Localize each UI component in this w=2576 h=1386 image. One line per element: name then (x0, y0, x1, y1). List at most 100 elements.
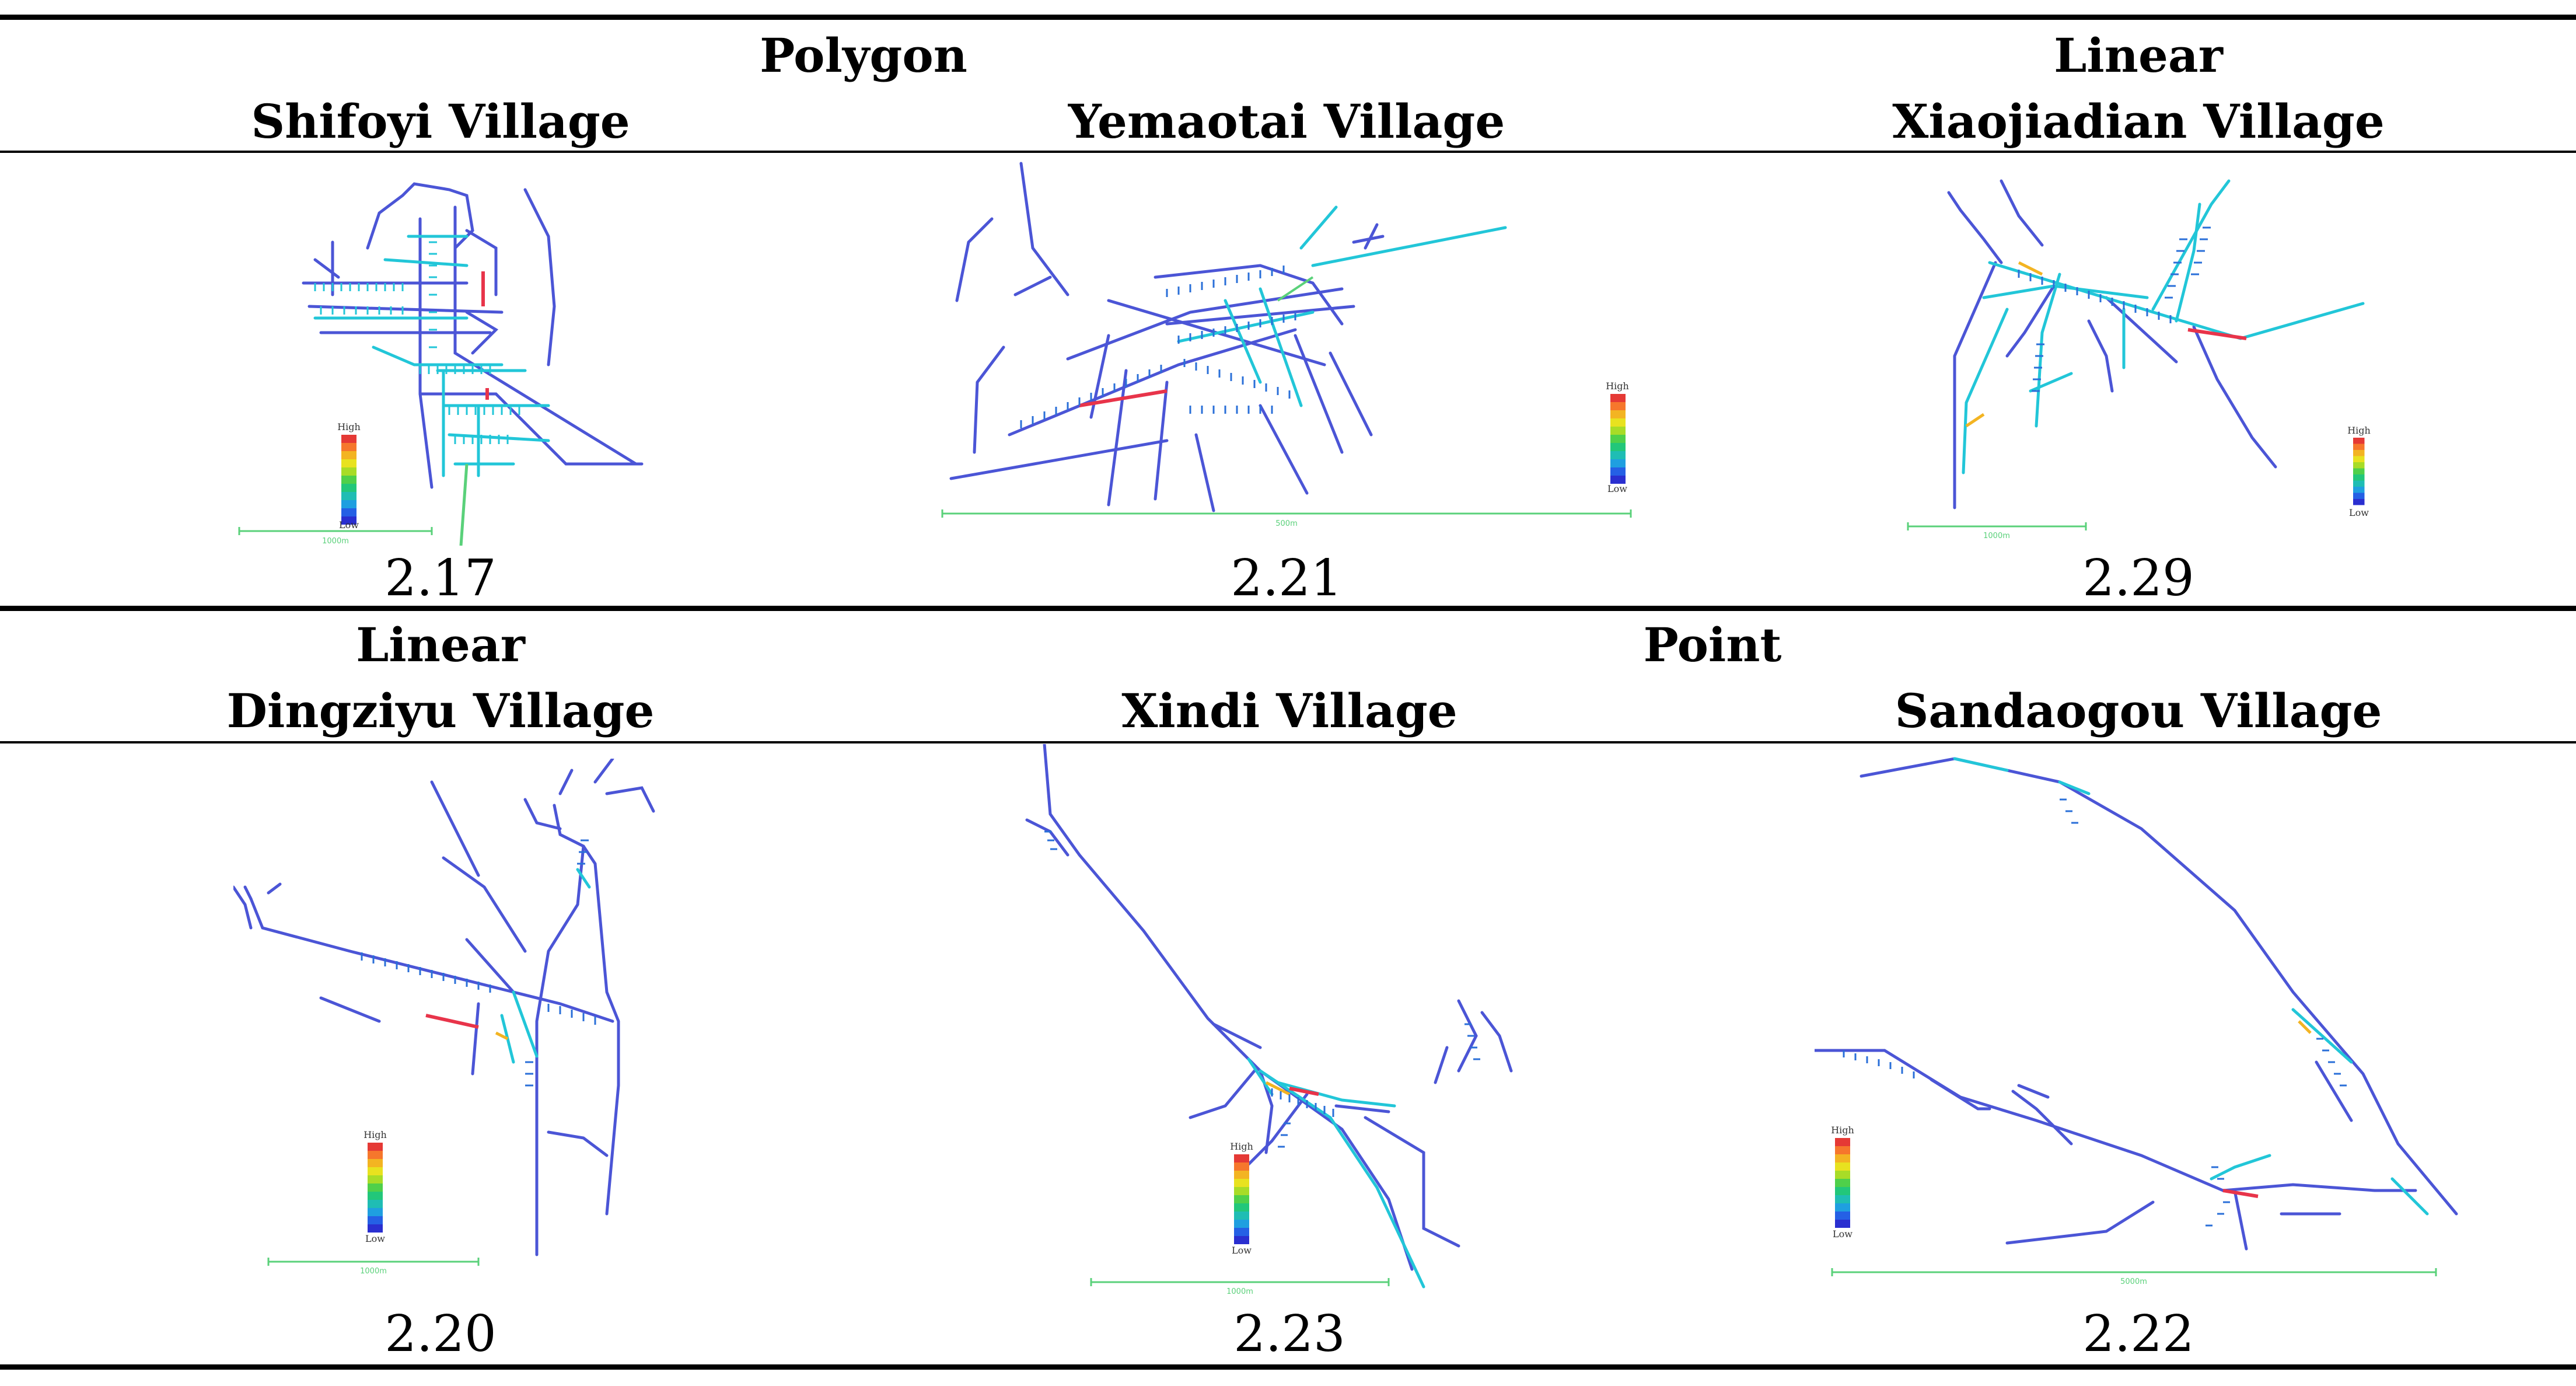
legend-color-swatch (341, 516, 356, 525)
road-map-xiaojiadian: High Low 1000m (1902, 169, 2386, 543)
legend-color-swatch (341, 459, 356, 467)
legend-color-swatch (1835, 1195, 1850, 1203)
header-rule-2 (0, 741, 2576, 743)
row-divider-rule (0, 606, 2576, 611)
scale-label-xindi: 1000m (1226, 1287, 1253, 1296)
legend-low-label: Low (1232, 1245, 1252, 1256)
legend-color-swatch (1234, 1220, 1249, 1228)
legend-color-swatch (2353, 493, 2365, 499)
legend-high-label: High (1230, 1141, 1253, 1152)
scale-label-sandaogou: 5000m (2120, 1277, 2147, 1286)
legend-color-swatch (1610, 467, 1626, 476)
legend-color-swatch (368, 1192, 383, 1200)
header-rule-1 (0, 151, 2576, 153)
legend-color-swatch (368, 1200, 383, 1208)
legend-color-swatch (1234, 1179, 1249, 1187)
legend-color-swatch (1835, 1171, 1850, 1179)
legend-color-swatch (1610, 443, 1626, 451)
legend-color-swatch (341, 467, 356, 476)
value-shifoyi: 2.17 (385, 549, 497, 608)
legend-color-swatch (1835, 1162, 1850, 1171)
legend-color-swatch (1610, 410, 1626, 418)
group-label-linear-row2: Linear (356, 617, 525, 672)
legend-color-swatch (368, 1167, 383, 1175)
value-sandaogou: 2.22 (2082, 1305, 2194, 1363)
road-map-yemaotai: High Low 500m (934, 160, 1640, 534)
legend-color-swatch (368, 1143, 383, 1151)
legend-low-label: Low (339, 519, 359, 530)
legend-color-swatch (1610, 459, 1626, 467)
legend-color-swatch (1610, 427, 1626, 435)
legend-color-swatch (2353, 444, 2365, 450)
legend-color-swatch (2353, 474, 2365, 481)
legend-color-swatch (1610, 394, 1626, 402)
legend-color-swatch (1234, 1154, 1249, 1162)
legend-color-swatch (1234, 1203, 1249, 1212)
scale-label-yemaotai: 500m (1275, 519, 1297, 528)
legend-color-swatch (1610, 418, 1626, 427)
value-yemaotai: 2.21 (1231, 549, 1343, 608)
legend-color-swatch (1610, 435, 1626, 443)
scale-label-dingziyu: 1000m (360, 1267, 387, 1276)
legend-color-swatch (368, 1216, 383, 1224)
legend-color-swatch (2353, 487, 2365, 493)
village-name-xiaojiadian: Xiaojiadian Village (1892, 94, 2385, 149)
legend-color-swatch (368, 1175, 383, 1183)
road-map-sandaogou: High Low 5000m (1815, 747, 2462, 1296)
legend-color-swatch (368, 1208, 383, 1216)
village-name-dingziyu: Dingziyu Village (226, 683, 655, 738)
legend-color-swatch (1234, 1236, 1249, 1244)
legend-color-swatch (1835, 1146, 1850, 1154)
value-dingziyu: 2.20 (385, 1305, 497, 1363)
legend-color-swatch (2353, 450, 2365, 456)
legend-color-swatch (1610, 476, 1626, 484)
group-label-point: Point (1643, 617, 1782, 672)
scale-label-xiaojiadian: 1000m (1983, 532, 2010, 540)
legend-low-label: Low (2349, 507, 2369, 518)
legend-high-label: High (1831, 1125, 1854, 1136)
legend-color-swatch (1610, 402, 1626, 410)
legend-color-swatch (1835, 1203, 1850, 1212)
legend-color-swatch (341, 476, 356, 484)
legend-color-swatch (368, 1224, 383, 1233)
value-xindi: 2.23 (1233, 1305, 1345, 1363)
village-name-xindi: Xindi Village (1121, 683, 1457, 738)
legend-color-swatch (2353, 499, 2365, 505)
group-label-linear: Linear (2054, 28, 2223, 83)
legend-color-swatch (1835, 1212, 1850, 1220)
road-map-dingziyu: High Low 1000m (233, 759, 665, 1278)
legend-color-swatch (1835, 1154, 1850, 1162)
legend-color-swatch (368, 1183, 383, 1192)
group-label-polygon: Polygon (760, 28, 967, 83)
legend-color-swatch (368, 1159, 383, 1167)
legend-color-swatch (341, 500, 356, 508)
legend-color-swatch (2353, 468, 2365, 474)
legend-color-swatch (1835, 1179, 1850, 1187)
legend-color-swatch (341, 492, 356, 500)
road-map-shifoyi: High Low 1000m (222, 160, 665, 546)
legend-high-label: High (337, 421, 361, 432)
legend-color-swatch (1234, 1171, 1249, 1179)
legend-color-swatch (1234, 1212, 1249, 1220)
legend-low-label: Low (1607, 483, 1627, 494)
legend-color-swatch (1234, 1195, 1249, 1203)
village-name-shifoyi: Shifoyi Village (251, 94, 630, 149)
value-xiaojiadian: 2.29 (2082, 549, 2194, 608)
legend-color-swatch (341, 451, 356, 459)
legend-color-swatch (2353, 462, 2365, 469)
legend-color-swatch (341, 484, 356, 492)
table-bottom-rule (0, 1364, 2576, 1370)
village-name-sandaogou: Sandaogou Village (1895, 683, 2382, 738)
village-name-yemaotai: Yemaotai Village (1068, 94, 1505, 149)
legend-high-label: High (363, 1129, 387, 1140)
legend-color-swatch (341, 443, 356, 451)
legend-high-label: High (2347, 425, 2371, 436)
legend-high-label: High (1606, 380, 1629, 392)
legend-color-swatch (1610, 451, 1626, 459)
legend-color-swatch (1234, 1187, 1249, 1195)
legend-color-swatch (1835, 1220, 1850, 1228)
legend-low-label: Low (365, 1233, 385, 1244)
legend-color-swatch (1835, 1187, 1850, 1195)
legend-color-swatch (2353, 438, 2365, 444)
legend-color-swatch (2353, 480, 2365, 487)
